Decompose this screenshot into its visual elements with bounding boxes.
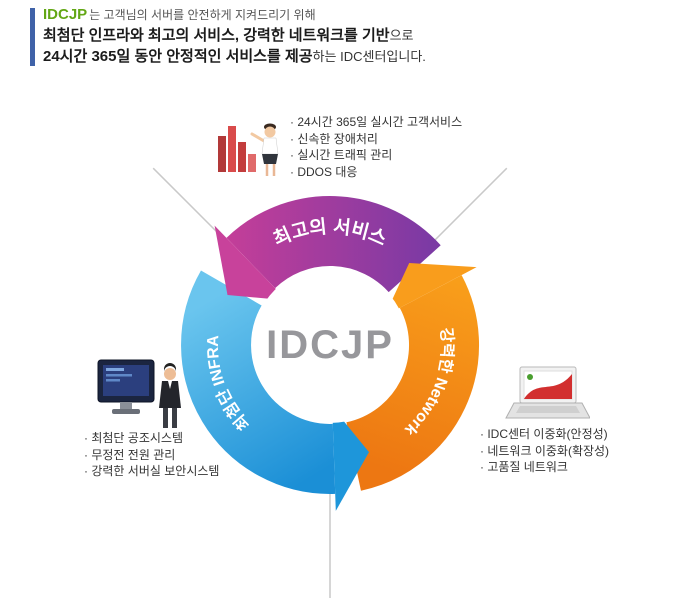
network-arc [345, 275, 479, 491]
service-arrowhead [214, 225, 287, 301]
service-callout: · 24시간 365일 실시간 고객서비스 · 신속한 장애처리 · 실시간 트… [290, 114, 462, 180]
intro-line-2-bold: 최첨단 인프라와 최고의 서비스, 강력한 네트워크를 기반 [43, 27, 390, 44]
service-callout-item: · 신속한 장애처리 [290, 131, 378, 146]
service-callout-item: · DDOS 대응 [290, 164, 358, 179]
infra-callout: · 최첨단 공조시스템 · 무정전 전원 관리 · 강력한 서버실 보안시스템 [84, 430, 219, 480]
intro-line-3: 24시간 365일 동안 안정적인 서비스를 제공하는 IDC센터입니다. [43, 46, 426, 67]
network-callout: · IDC센터 이중화(안정성) · 네트워크 이중화(확장성) · 고품질 네… [480, 426, 609, 476]
infra-callout-item: · 강력한 서버실 보안시스템 [84, 464, 220, 478]
laptop-icon [505, 366, 590, 419]
service-arc [226, 196, 441, 293]
intro-line-2: 최첨단 인프라와 최고의 서비스, 강력한 네트워크를 기반으로 [43, 25, 426, 46]
network-callout-item: · 고품질 네트워크 [480, 460, 568, 474]
infra-arc [181, 270, 336, 494]
intro-line-3-rest: 하는 IDC센터입니다. [312, 49, 426, 64]
network-arrowhead [384, 263, 477, 316]
infra-callout-item: · 최첨단 공조시스템 [84, 431, 183, 445]
service-callout-item: · 24시간 365일 실시간 고객서비스 [290, 115, 463, 129]
network-callout-item: · 네트워크 이중화(확장성) [480, 443, 610, 458]
infra-arrowhead [332, 407, 369, 511]
intro-line-1-text: 는 고객님의 서버를 안전하게 지켜드리기 위해 [89, 8, 316, 22]
brand-name: IDCJP [43, 6, 88, 23]
infra-callout-item: · 무정전 전원 관리 [84, 447, 176, 462]
diagram-center-label: IDCJP [266, 323, 394, 367]
network-callout-item: · IDC센터 이중화(안정성) [480, 427, 608, 441]
header-accent-bar [30, 8, 35, 66]
service-callout-item: · 실시간 트래픽 관리 [290, 148, 393, 162]
monitor-with-admin-icon [97, 359, 181, 428]
diagram-center [252, 267, 408, 423]
intro-line-2-rest: 으로 [389, 28, 414, 43]
intro-line-3-bold: 24시간 365일 동안 안정적인 서비스를 제공 [43, 48, 313, 65]
presenter-with-bar-chart-icon [218, 123, 279, 176]
